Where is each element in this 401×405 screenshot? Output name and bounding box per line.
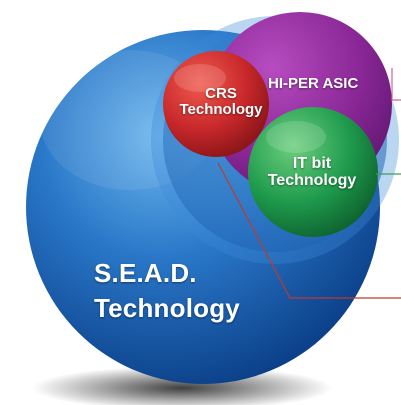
crs-leader-line (217, 162, 401, 299)
sead-label-line2: Technology (94, 293, 240, 324)
itbit-label-line2: Technology (267, 171, 357, 189)
crs-highlight (174, 64, 226, 92)
itbit-highlight (266, 121, 326, 153)
itbit-technology-label: IT bit Technology (250, 155, 374, 190)
itbit-label-line1: IT bit (292, 155, 332, 172)
crs-technology-label: CRS Technology (166, 86, 276, 118)
sead-technology-label: S.E.A.D. Technology (94, 256, 240, 326)
crs-label-line2: Technology (179, 100, 263, 118)
crs-label-line1: CRS (205, 85, 237, 102)
itbit-sphere (248, 107, 378, 237)
sphere-shadow (32, 366, 332, 405)
crs-sphere (163, 51, 269, 157)
hiper-leader-line (391, 68, 401, 101)
hiper-asic-label: HI-PER ASIC (268, 75, 359, 92)
sead-label-line1: S.E.A.D. (94, 258, 197, 288)
